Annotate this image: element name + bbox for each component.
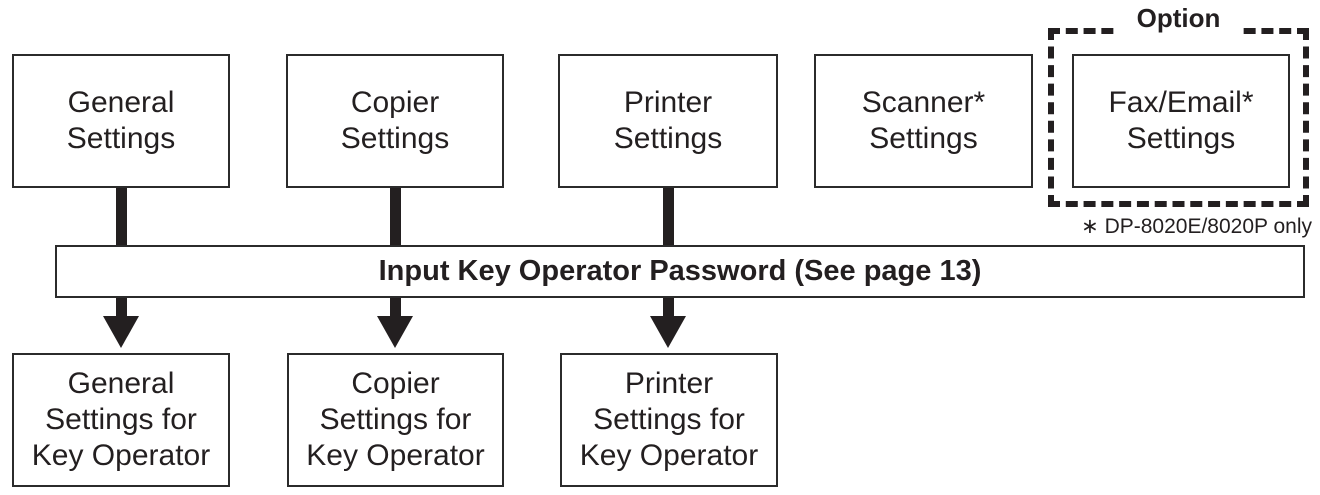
password-bar: Input Key Operator Password (See page 13… (55, 245, 1305, 298)
arrow-shaft-lower (116, 298, 127, 317)
box-label-line: Fax/Email* (1108, 86, 1254, 119)
box-label-line: Key Operator (306, 439, 485, 472)
arrow-shaft-upper (390, 188, 401, 245)
box-label-line: Scanner* (861, 86, 986, 119)
box-label-line: Settings (869, 122, 978, 155)
box-label-line: Copier (351, 367, 440, 400)
box-fax-email-settings: Fax/Email* Settings (1072, 54, 1290, 188)
box-label-line: General (67, 86, 175, 119)
box-label-line: Key Operator (31, 439, 211, 472)
box-general-settings: General Settings (12, 54, 230, 188)
box-label-line: Printer (623, 86, 713, 119)
box-label-line: Printer (624, 367, 714, 400)
arrow-shaft-lower (390, 298, 401, 317)
box-label-line: Settings (1126, 122, 1236, 155)
box-label-line: Settings for (593, 403, 745, 436)
box-printer-settings-key-operator: Printer Settings for Key Operator (560, 353, 778, 487)
box-label-line: Settings for (319, 403, 472, 436)
box-copier-settings: Copier Settings (286, 54, 504, 188)
password-bar-label: Input Key Operator Password (See page 13… (378, 255, 982, 287)
box-scanner-settings: Scanner* Settings (814, 54, 1033, 188)
arrow-shaft-upper (116, 188, 127, 245)
option-footnote: ∗ DP-8020E/8020P only (1081, 215, 1312, 238)
option-group-title: Option (1118, 2, 1239, 35)
box-label-line: Copier (350, 86, 440, 119)
box-label-line: Settings (66, 122, 176, 155)
box-label-line: Key Operator (579, 439, 759, 472)
arrow-shaft-lower (663, 298, 674, 317)
arrow-head-icon (377, 316, 413, 348)
arrow-head-icon (650, 316, 686, 348)
box-label-line: Settings (613, 122, 723, 155)
arrow-shaft-upper (663, 188, 674, 245)
box-label-line: General (67, 367, 175, 400)
box-label-line: Settings for (45, 403, 197, 436)
box-copier-settings-key-operator: Copier Settings for Key Operator (287, 353, 504, 487)
box-label-line: Settings (340, 122, 450, 155)
box-general-settings-key-operator: General Settings for Key Operator (12, 353, 230, 487)
box-printer-settings: Printer Settings (558, 54, 778, 188)
arrow-head-icon (103, 316, 139, 348)
